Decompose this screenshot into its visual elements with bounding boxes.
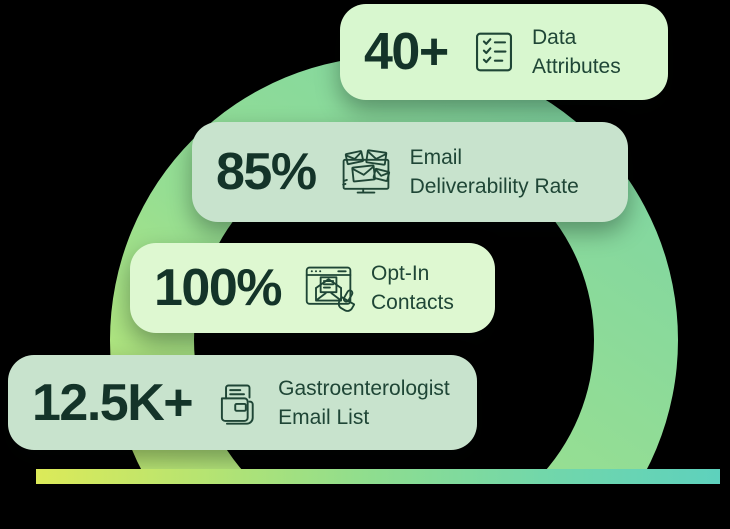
stat-label: Opt-In Contacts — [371, 259, 454, 317]
email-list-folder-icon — [214, 380, 262, 426]
stat-value: 12.5K+ — [32, 373, 194, 432]
opt-in-contacts-icon — [303, 261, 355, 315]
stat-label-line: Attributes — [532, 55, 621, 78]
stat-value: 100% — [154, 259, 283, 317]
stat-value: 40+ — [364, 23, 449, 81]
stat-label: Data Attributes — [532, 23, 621, 81]
email-deliverability-icon — [338, 147, 394, 197]
stat-label-line: Gastroenterologist — [278, 376, 450, 400]
stat-card-email-list: 12.5K+ Gastroenterologist Email List — [8, 355, 477, 450]
stat-label-line: Email — [409, 146, 463, 169]
stat-label-line: Email List — [278, 405, 370, 429]
stat-label-line: Deliverability Rate — [409, 175, 579, 198]
checklist-icon — [472, 30, 516, 74]
stat-value: 85% — [216, 143, 317, 201]
bar-shape — [36, 469, 720, 484]
stat-card-email-deliverability: 85% Email Deliverability Rate — [192, 122, 628, 222]
stat-card-data-attributes: 40+ Data Attributes — [340, 4, 668, 100]
stat-card-opt-in-contacts: 100% Opt-In Contacts — [130, 243, 495, 333]
gradient-bar — [36, 469, 720, 484]
stat-label-line: Opt-In — [371, 262, 430, 285]
stat-label-line: Contacts — [371, 291, 454, 314]
stat-label-line: Data — [532, 26, 577, 49]
stat-label: Gastroenterologist Email List — [278, 374, 450, 432]
stat-label: Email Deliverability Rate — [410, 143, 579, 201]
